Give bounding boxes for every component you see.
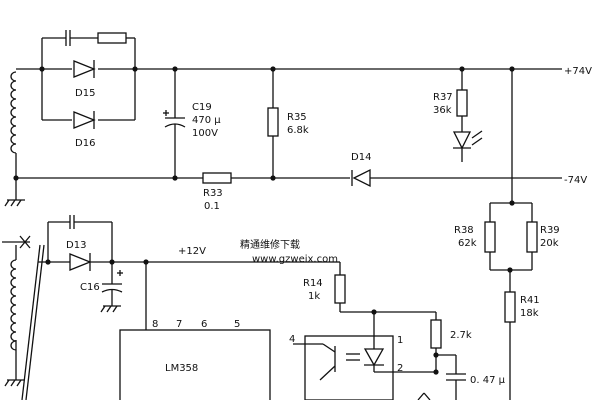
resistor-r39 xyxy=(526,221,538,253)
optocoupler-led xyxy=(346,336,393,373)
resistor-r38 xyxy=(484,221,496,253)
rectifier-bridge xyxy=(41,37,562,121)
r14-label: R14 xyxy=(303,278,323,289)
r33-value: 0.1 xyxy=(204,201,220,212)
ground-symbol-c16 xyxy=(100,305,121,313)
d16-label: D16 xyxy=(75,138,95,149)
c047u-value: 0. 47 μ xyxy=(470,375,506,386)
capacitor-047u xyxy=(446,373,466,381)
ic-pin-8: 8 xyxy=(152,319,158,330)
ic-label: LM358 xyxy=(165,363,198,374)
r39-label: R39 xyxy=(540,225,560,236)
r14-value: 1k xyxy=(308,291,320,302)
junction-dots xyxy=(13,66,515,375)
r38-r39-parallel xyxy=(489,202,533,292)
capacitor-c19 xyxy=(163,69,186,178)
r35-value: 6.8k xyxy=(287,125,309,136)
c19-label: C19 xyxy=(192,102,212,113)
resistor-r41 xyxy=(504,291,516,323)
d15-label: D15 xyxy=(75,88,95,99)
ic-pin-7: 7 xyxy=(176,319,182,330)
rail-label-neg74: -74V xyxy=(564,175,587,186)
r39-value: 20k xyxy=(540,238,559,249)
r33-label: R33 xyxy=(203,188,223,199)
transformer-winding-top xyxy=(10,68,42,178)
capacitor-c16 xyxy=(101,262,123,306)
diode-d16 xyxy=(73,111,96,129)
resistor-r14 xyxy=(334,274,346,304)
d13-label: D13 xyxy=(66,240,86,251)
ground-symbol-top xyxy=(4,178,25,207)
ic-pin-6: 6 xyxy=(201,319,207,330)
resistor-r33 xyxy=(202,172,232,184)
rail-label-pos12: +12V xyxy=(178,246,206,257)
r35-label: R35 xyxy=(287,112,307,123)
diode-d13 xyxy=(38,253,330,271)
r41-label: R41 xyxy=(520,295,540,306)
r41-value: 18k xyxy=(520,308,539,319)
resistor-2k7 xyxy=(430,319,442,349)
opto-pin-2: 2 xyxy=(397,363,403,374)
led-indicator xyxy=(452,130,483,150)
diode-d15 xyxy=(73,60,96,78)
ic-lm358 xyxy=(119,329,271,400)
r27k-leads xyxy=(374,311,457,400)
diode-d14 xyxy=(351,168,371,188)
r37-value: 36k xyxy=(433,105,452,116)
snubber-resistor xyxy=(97,32,127,44)
c19-voltage: 100V xyxy=(192,128,218,139)
c16-label: C16 xyxy=(80,282,100,293)
opto-pin-1: 1 xyxy=(397,335,403,346)
rail-label-pos74: +74V xyxy=(564,66,592,77)
r37-label: R37 xyxy=(433,92,453,103)
d14-label: D14 xyxy=(351,152,371,163)
optocoupler-transistor xyxy=(293,343,336,381)
snubber-capacitor xyxy=(65,30,71,46)
r38-value: 62k xyxy=(458,238,477,249)
resistor-r35 xyxy=(267,107,279,137)
ground-symbol-left xyxy=(4,360,25,387)
opto-pin-4: 4 xyxy=(289,334,295,345)
c19-value: 470 μ xyxy=(192,115,221,126)
r27k-value: 2.7k xyxy=(450,330,472,341)
r14-leads xyxy=(330,261,375,336)
d13-snubber xyxy=(47,215,113,262)
transformer-winding-bottom xyxy=(2,235,45,400)
optocoupler xyxy=(304,335,394,400)
watermark-title: 精通维修下载 xyxy=(240,238,300,251)
ic-pin-5: 5 xyxy=(234,319,240,330)
r38-label: R38 xyxy=(454,225,474,236)
watermark-url: www.gzweix.com xyxy=(252,254,338,265)
resistor-r37 xyxy=(456,89,468,117)
